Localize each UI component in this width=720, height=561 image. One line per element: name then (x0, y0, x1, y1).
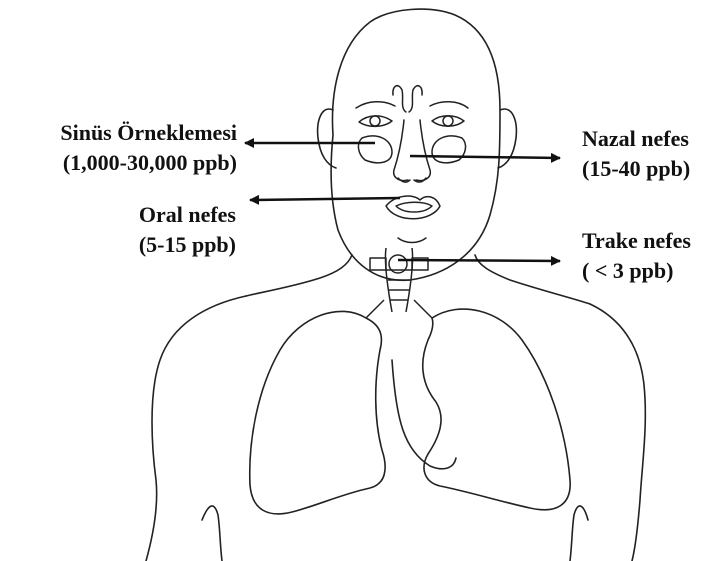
label-oral-breath: Oral nefes (5-15 ppb) (102, 200, 236, 260)
label-oral-name: Oral nefes (102, 200, 236, 230)
label-sinus-name: Sinüs Örneklemesi (5, 118, 237, 148)
trachea (366, 248, 432, 318)
label-oral-value: (5-15 ppb) (102, 230, 236, 260)
label-trake-value: ( < 3 ppb) (582, 256, 691, 286)
label-nasal-breath: Nazal nefes (15-40 ppb) (582, 124, 690, 184)
label-nasal-name: Nazal nefes (582, 124, 690, 154)
label-trake-name: Trake nefes (582, 226, 691, 256)
label-tracheal-breath: Trake nefes ( < 3 ppb) (582, 226, 691, 286)
arrow-nasal (410, 156, 560, 158)
arrows (245, 143, 560, 261)
label-sinus-value: (1,000-30,000 ppb) (5, 148, 237, 178)
label-sinus-sampling: Sinüs Örneklemesi (1,000-30,000 ppb) (5, 118, 237, 178)
arrow-oral (250, 198, 400, 200)
label-nasal-value: (15-40 ppb) (582, 154, 690, 184)
arrow-trake (398, 260, 560, 261)
torso-lungs (146, 296, 645, 561)
face-features (356, 86, 468, 243)
